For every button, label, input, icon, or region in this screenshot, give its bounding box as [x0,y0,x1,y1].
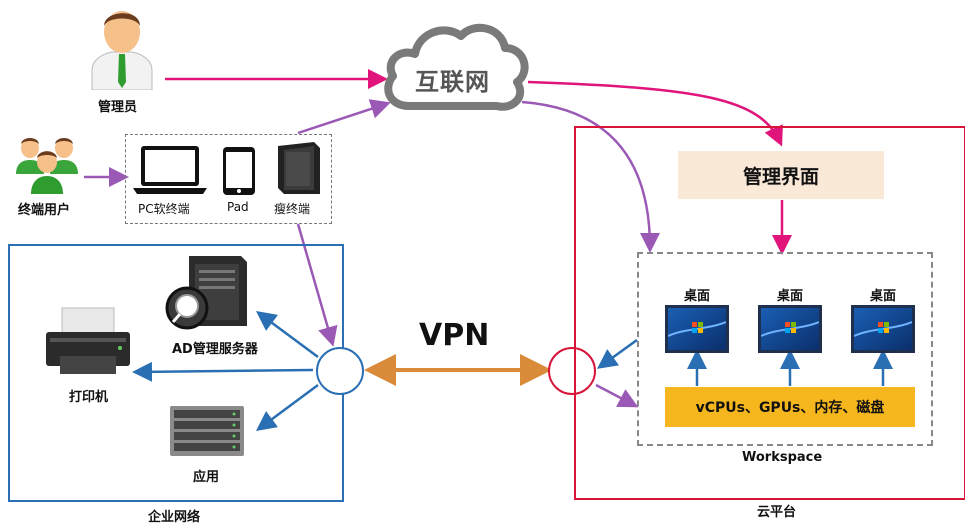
thin-client-icon [278,142,320,194]
workspace-to-hub-arrow [596,338,638,369]
hub-to-app-arrow [255,383,319,431]
laptop-icon [133,146,207,194]
desktop-3-label: 桌面 [870,289,897,304]
end-user-label: 终端用户 [18,203,71,218]
cloud-gateway-node [548,347,596,395]
app-server-icon [170,406,244,456]
end-users-icon [16,138,78,194]
internet-to-workspace-arrow [521,100,660,253]
management-ui-box: 管理界面 [678,151,884,199]
desktop-1-label: 桌面 [684,289,711,304]
devices-to-internet-arrow [297,99,391,135]
desktop-1-screen [665,305,729,353]
enterprise-network-label: 企业网络 [148,510,201,525]
thin-to-hub-arrow [296,223,338,347]
internet-cloud-icon [384,24,529,111]
pc-client-label: PC软终端 [138,202,190,216]
ad-server-label: AD管理服务器 [172,342,258,357]
desktop-2-screen [758,305,822,353]
tablet-icon [223,147,255,195]
internet-label: 互联网 [415,68,490,96]
app-label: 应用 [193,470,220,485]
ad-server-icon [165,256,247,330]
printer-icon [46,307,130,374]
admin-person-icon [91,11,153,90]
admin-label: 管理员 [98,100,138,115]
workspace-box [637,252,933,446]
enterprise-gateway-node [316,347,364,395]
hub-to-workspace-arrow [595,383,639,408]
devices-group [125,134,332,224]
desktop-2-label: 桌面 [777,289,804,304]
workspace-label: Workspace [742,450,823,465]
pad-label: Pad [227,200,249,214]
vpn-label: VPN [419,318,490,353]
desktop-3-screen [851,305,915,353]
cloud-platform-label: 云平台 [757,505,797,520]
thin-client-label: 瘦终端 [274,202,311,216]
resources-bar: vCPUs、GPUs、内存、磁盘 [665,387,915,427]
printer-label: 打印机 [69,390,109,405]
hub-to-printer-arrow [132,361,314,382]
hub-to-ad-arrow [255,311,319,359]
